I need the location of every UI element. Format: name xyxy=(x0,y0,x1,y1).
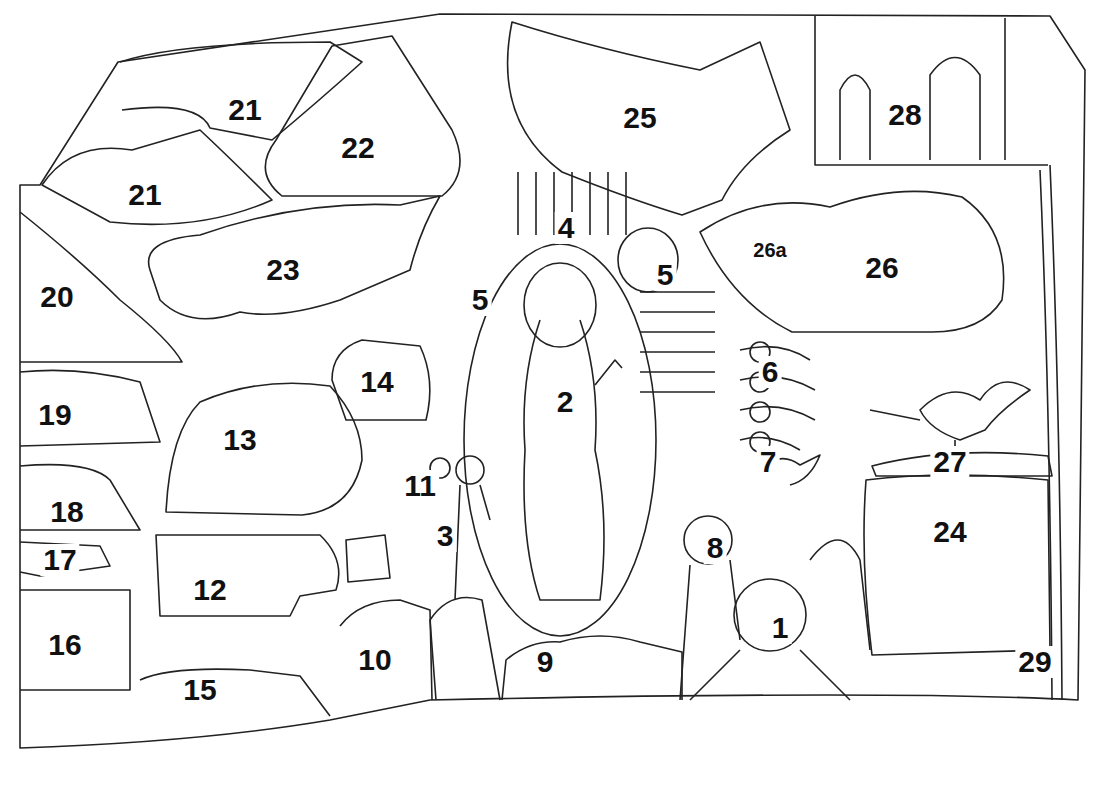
callout-number: 17 xyxy=(40,544,79,576)
callout-number: 5 xyxy=(469,284,492,316)
stone-outline xyxy=(20,14,1085,748)
callout-number: 20 xyxy=(37,281,76,313)
callout-number: 15 xyxy=(180,674,219,706)
callout-number: 24 xyxy=(930,516,969,548)
callout-number: 25 xyxy=(620,102,659,134)
callout-number: 8 xyxy=(704,532,727,564)
callout-number: 26a xyxy=(750,239,789,261)
callout-number: 19 xyxy=(35,399,74,431)
callout-number: 29 xyxy=(1015,646,1054,678)
callout-number: 11 xyxy=(401,470,439,502)
callout-number: 21 xyxy=(225,94,264,126)
callout-number: 9 xyxy=(534,646,557,678)
callout-number: 4 xyxy=(555,212,578,244)
callout-number: 3 xyxy=(434,520,457,552)
callout-number: 6 xyxy=(759,356,782,388)
callout-number: 28 xyxy=(885,99,924,131)
callout-number: 10 xyxy=(355,644,394,676)
callout-number: 21 xyxy=(125,179,164,211)
callout-number: 12 xyxy=(190,574,229,606)
callout-number: 14 xyxy=(357,366,396,398)
callout-number: 27 xyxy=(930,446,969,478)
callout-number: 18 xyxy=(47,496,86,528)
callout-number: 2 xyxy=(554,386,577,418)
mandorla-and-figures xyxy=(430,172,1030,700)
callout-number: 22 xyxy=(338,132,377,164)
callout-number: 13 xyxy=(220,424,259,456)
callout-number: 5 xyxy=(654,259,677,291)
callout-number: 1 xyxy=(769,612,792,644)
callout-number: 26 xyxy=(862,252,901,284)
callout-number: 23 xyxy=(263,254,302,286)
region-outlines xyxy=(20,16,1052,716)
callout-number: 7 xyxy=(757,446,780,478)
callout-number: 16 xyxy=(45,629,84,661)
